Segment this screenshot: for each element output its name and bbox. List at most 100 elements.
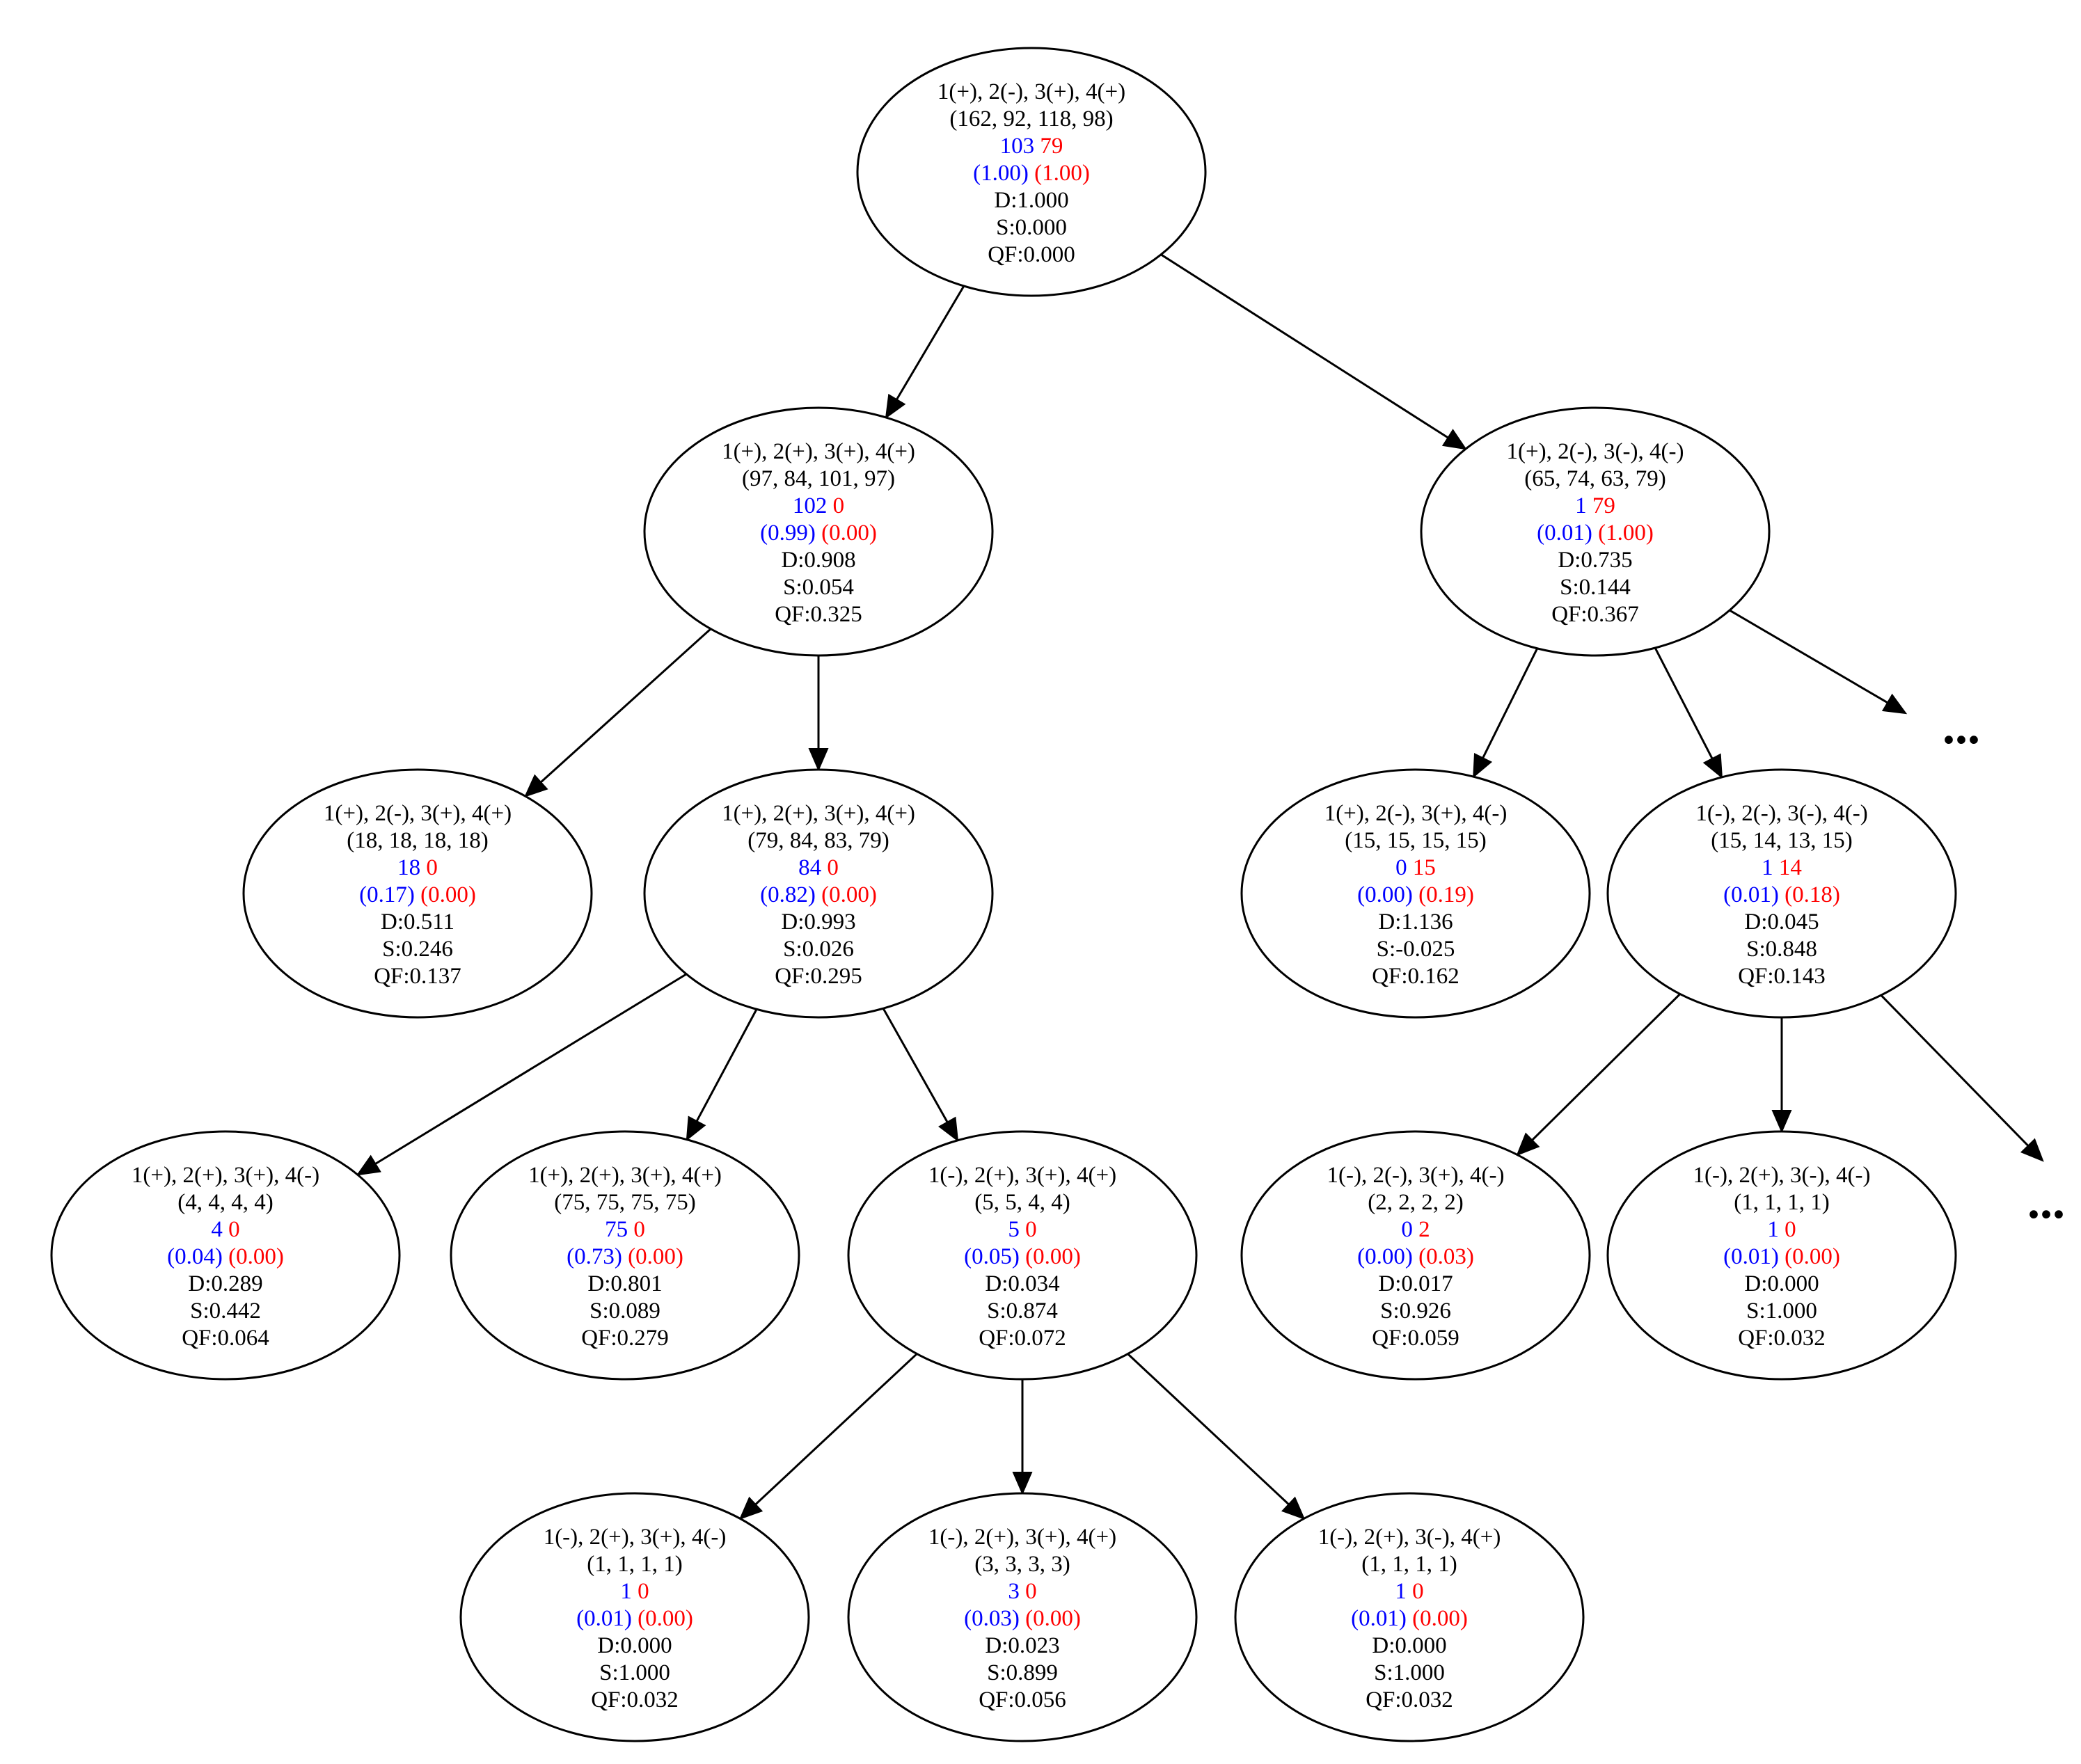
- node-s-value: S:1.000: [1374, 1660, 1445, 1685]
- positive-fraction: (0.00): [1357, 882, 1413, 907]
- negative-fraction: (0.00): [223, 1244, 284, 1269]
- negative-count: 15: [1407, 855, 1436, 880]
- tree-node: 1(-), 2(+), 3(+), 4(+)(5, 5, 4, 4)5 0(0.…: [847, 1130, 1198, 1381]
- tree-node: 1(-), 2(+), 3(-), 4(-)(1, 1, 1, 1)1 0(0.…: [1606, 1130, 1957, 1381]
- node-class-counts: 75 0: [605, 1217, 645, 1242]
- node-s-value: S:-0.025: [1377, 937, 1455, 962]
- node-s-value: S:0.144: [1560, 575, 1631, 600]
- node-class-counts: 5 0: [1008, 1217, 1036, 1242]
- node-s-value: S:0.089: [590, 1298, 660, 1324]
- positive-fraction: (0.05): [964, 1244, 1020, 1269]
- node-s-value: S:1.000: [599, 1660, 670, 1685]
- node-qf-value: QF:0.279: [581, 1326, 669, 1351]
- node-d-value: D:0.034: [985, 1271, 1059, 1296]
- node-d-value: D:1.136: [1378, 909, 1453, 935]
- negative-count: 14: [1773, 855, 1802, 880]
- edge-n6-n10-arrowhead: [1516, 1132, 1540, 1157]
- positive-count: 5: [1008, 1217, 1020, 1242]
- node-class-counts: 1 0: [1395, 1579, 1423, 1604]
- node-s-value: S:0.926: [1380, 1298, 1451, 1324]
- positive-fraction: (0.73): [567, 1244, 622, 1269]
- edge-n1-n3-line: [540, 628, 712, 784]
- positive-count: 0: [1401, 1217, 1413, 1242]
- node-d-value: D:0.000: [1744, 1271, 1819, 1296]
- node-qf-value: QF:0.325: [775, 602, 862, 627]
- node-ellipse: [643, 406, 994, 657]
- edge-n9-n12-line: [754, 1353, 918, 1506]
- node-s-value: S:0.874: [987, 1298, 1058, 1324]
- node-counts: (2, 2, 2, 2): [1368, 1190, 1463, 1215]
- edge-n4-n7-arrowhead: [356, 1154, 381, 1176]
- node-class-fractions: (0.00) (0.03): [1357, 1244, 1474, 1269]
- node-qf-value: QF:0.032: [591, 1687, 679, 1713]
- node-d-value: D:0.045: [1744, 909, 1819, 935]
- node-counts: (15, 15, 15, 15): [1345, 828, 1486, 853]
- positive-count: 1: [1762, 855, 1773, 880]
- negative-count: 0: [827, 493, 844, 518]
- node-d-value: D:0.000: [1372, 1633, 1446, 1658]
- node-class-counts: 1 79: [1575, 493, 1615, 518]
- open-edges-layer: [1729, 609, 2044, 1162]
- node-s-value: S:0.442: [190, 1298, 261, 1324]
- positive-fraction: (0.82): [760, 882, 816, 907]
- node-class-fractions: (0.99) (0.00): [760, 521, 877, 546]
- tree-node: 1(-), 2(+), 3(-), 4(+)(1, 1, 1, 1)1 0(0.…: [1234, 1492, 1585, 1742]
- node-counts: (97, 84, 101, 97): [742, 466, 895, 491]
- node-qf-value: QF:0.162: [1372, 964, 1459, 989]
- negative-count: 0: [821, 855, 839, 880]
- node-counts: (4, 4, 4, 4): [177, 1190, 273, 1215]
- node-counts: (5, 5, 4, 4): [974, 1190, 1070, 1215]
- node-ellipse: [856, 47, 1207, 297]
- positive-fraction: (0.01): [1723, 1244, 1779, 1269]
- node-pattern: 1(-), 2(+), 3(-), 4(-): [1693, 1163, 1871, 1188]
- node-class-fractions: (0.01) (0.00): [576, 1606, 693, 1631]
- node-s-value: S:1.000: [1746, 1298, 1817, 1324]
- node-class-fractions: (0.05) (0.00): [964, 1244, 1081, 1269]
- edges-layer: [356, 253, 1792, 1520]
- node-ellipse: [1606, 768, 1957, 1019]
- positive-count: 4: [211, 1217, 223, 1242]
- node-counts: (65, 74, 63, 79): [1524, 466, 1665, 491]
- negative-fraction: (0.00): [622, 1244, 683, 1269]
- tree-node: 1(-), 2(-), 3(-), 4(-)(15, 14, 13, 15)1 …: [1606, 768, 1957, 1019]
- tree-node: 1(+), 2(+), 3(+), 4(-)(4, 4, 4, 4)4 0(0.…: [50, 1130, 401, 1381]
- nodes-layer: 1(+), 2(-), 3(+), 4(+)(162, 92, 118, 98)…: [50, 47, 1957, 1742]
- negative-fraction: (0.19): [1413, 882, 1474, 907]
- negative-count: 0: [1779, 1217, 1796, 1242]
- negative-count: 0: [1020, 1579, 1037, 1604]
- node-ellipse: [1234, 1492, 1585, 1742]
- node-pattern: 1(+), 2(-), 3(+), 4(-): [1324, 801, 1508, 826]
- node-ellipse: [1606, 1130, 1957, 1381]
- node-d-value: D:0.000: [597, 1633, 672, 1658]
- node-qf-value: QF:0.137: [374, 964, 461, 989]
- tree-node: 1(+), 2(-), 3(+), 4(-)(15, 15, 15, 15)0 …: [1240, 768, 1591, 1019]
- tree-node: 1(+), 2(-), 3(+), 4(+)(18, 18, 18, 18)18…: [242, 768, 593, 1019]
- node-pattern: 1(-), 2(+), 3(+), 4(+): [928, 1163, 1116, 1188]
- open-edge-1-line: [1729, 609, 1888, 704]
- tree-node: 1(-), 2(-), 3(+), 4(-)(2, 2, 2, 2)0 2(0.…: [1240, 1130, 1591, 1381]
- node-qf-value: QF:0.000: [988, 242, 1075, 267]
- open-edge-1-arrowhead: [1881, 693, 1908, 715]
- edge-n2-n6-arrowhead: [1702, 753, 1723, 779]
- node-qf-value: QF:0.072: [979, 1326, 1066, 1351]
- edge-n9-n14-line: [1127, 1353, 1290, 1505]
- node-class-counts: 1 14: [1762, 855, 1802, 880]
- negative-count: 79: [1587, 493, 1615, 518]
- positive-count: 1: [1575, 493, 1587, 518]
- node-counts: (1, 1, 1, 1): [587, 1552, 682, 1577]
- node-d-value: D:0.017: [1378, 1271, 1453, 1296]
- node-ellipse: [1420, 406, 1771, 657]
- negative-count: 0: [1020, 1217, 1037, 1242]
- node-d-value: D:0.993: [781, 909, 855, 935]
- edge-n9-n12-arrowhead: [738, 1496, 763, 1520]
- node-class-fractions: (0.01) (1.00): [1537, 521, 1654, 546]
- negative-count: 79: [1034, 134, 1063, 159]
- node-pattern: 1(-), 2(-), 3(+), 4(-): [1327, 1163, 1505, 1188]
- negative-count: 2: [1413, 1217, 1430, 1242]
- node-counts: (79, 84, 83, 79): [747, 828, 889, 853]
- positive-fraction: (0.17): [359, 882, 415, 907]
- positive-fraction: (0.01): [1723, 882, 1779, 907]
- positive-count: 3: [1008, 1579, 1020, 1604]
- node-class-counts: 0 15: [1395, 855, 1436, 880]
- negative-fraction: (0.00): [816, 521, 877, 546]
